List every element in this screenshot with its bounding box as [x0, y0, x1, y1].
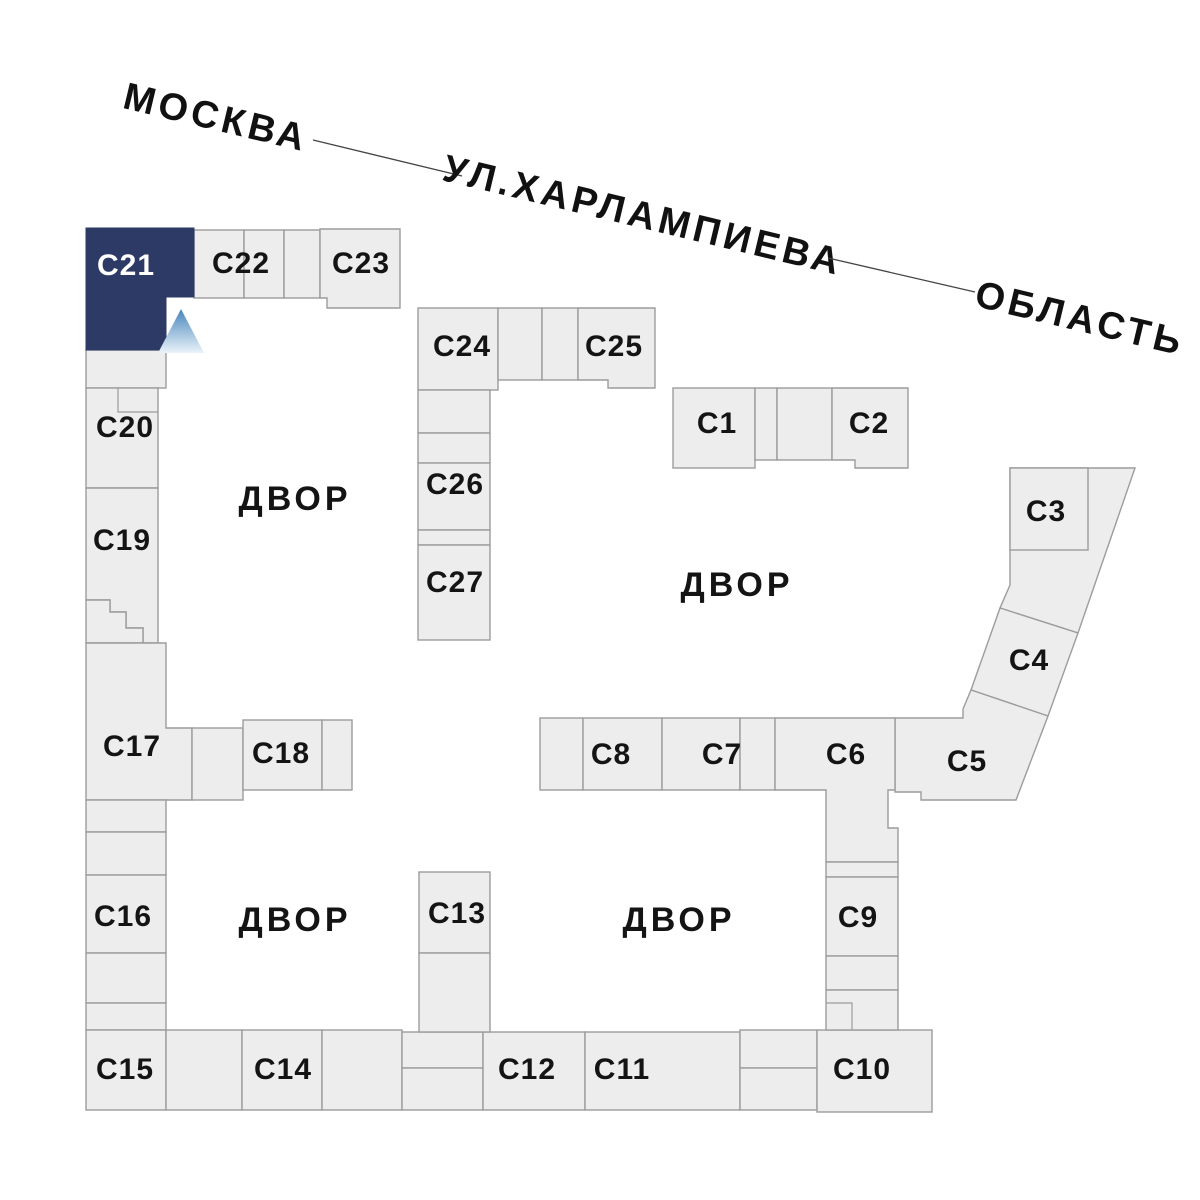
- buildings-layer: [85, 228, 1136, 1113]
- building-segment: [739, 717, 776, 791]
- block-detail-line: [117, 388, 158, 413]
- block-label-c26: С26: [426, 468, 484, 501]
- block-c16[interactable]: [85, 874, 167, 954]
- building-segment: [165, 1029, 243, 1111]
- block-label-c6: С6: [826, 738, 866, 771]
- street-city-label: МОСКВА: [119, 76, 312, 161]
- block-label-c4: С4: [1009, 644, 1049, 677]
- block-c20[interactable]: [85, 387, 159, 489]
- street-line: [827, 257, 976, 293]
- block-label-c7: С7: [702, 738, 742, 771]
- block-c21[interactable]: [85, 306, 167, 351]
- courtyard-label: ДВОР: [622, 901, 735, 939]
- street-line: [312, 139, 463, 177]
- block-label-c1: С1: [697, 407, 737, 440]
- block-label-c19: С19: [93, 524, 151, 557]
- block-labels: С1 С2 С3 С4 С5 С6 С7 С8 С9 С10 С11 С12 С…: [93, 247, 1066, 1086]
- block-label-c8: С8: [591, 738, 631, 771]
- block-label-c22: С22: [212, 247, 270, 280]
- building-segment: [401, 1067, 484, 1111]
- block-c5[interactable]: [894, 689, 1049, 801]
- building-segment: [541, 307, 579, 381]
- block-label-c20: С20: [96, 411, 154, 444]
- building-segment: [825, 989, 899, 1031]
- block-label-c21: С21: [97, 249, 155, 282]
- block-label-c25: С25: [585, 330, 643, 363]
- building-segment: [497, 307, 543, 381]
- building-segment: [401, 1031, 484, 1069]
- building-segment: [825, 955, 899, 991]
- block-c14[interactable]: [241, 1029, 323, 1111]
- block-c8[interactable]: [582, 717, 663, 791]
- street-region-label: ОБЛАСТЬ: [971, 274, 1189, 365]
- block-label-c27: С27: [426, 566, 484, 599]
- block-label-c13: С13: [428, 897, 486, 930]
- block-label-c3: С3: [1026, 495, 1066, 528]
- block-label-c23: С23: [332, 247, 390, 280]
- building-segment: [739, 1029, 818, 1069]
- building-segment: [417, 529, 491, 546]
- block-detail-line: [826, 1002, 853, 1030]
- building-segment: [85, 831, 167, 876]
- block-label-c9: С9: [838, 901, 878, 934]
- block-c3[interactable]: [1009, 467, 1089, 551]
- block-c21[interactable]: [165, 227, 195, 298]
- building-segment: [85, 952, 167, 1004]
- block-c17[interactable]: [85, 642, 193, 801]
- block-c23[interactable]: [319, 228, 401, 309]
- block-c22[interactable]: [193, 229, 245, 299]
- building-segment: [417, 432, 491, 464]
- building-segment: [191, 727, 244, 801]
- selected-marker-icon: [158, 309, 204, 353]
- building-segment: [417, 389, 491, 434]
- block-c21[interactable]: [85, 227, 167, 308]
- building-segment: [321, 719, 353, 791]
- building-segment: [754, 387, 778, 461]
- building-segment: [85, 1002, 167, 1031]
- building-segment: [85, 349, 167, 389]
- street-name-label: УЛ.ХАРЛАМПИЕВА: [439, 148, 847, 285]
- block-label-c12: С12: [498, 1053, 556, 1086]
- block-label-c16: С16: [94, 900, 152, 933]
- block-label-c5: С5: [947, 745, 987, 778]
- building-segment: [776, 387, 833, 461]
- building-segment: [739, 1067, 818, 1111]
- block-c25[interactable]: [577, 307, 656, 389]
- block-label-c15: С15: [96, 1053, 154, 1086]
- building-segment: [283, 229, 321, 299]
- block-label-c14: С14: [254, 1053, 312, 1086]
- courtyard-labels: ДВОР ДВОР ДВОР ДВОР: [238, 480, 793, 939]
- block-label-c2: С2: [849, 407, 889, 440]
- block-c15[interactable]: [85, 1029, 167, 1111]
- block-c27[interactable]: [417, 544, 491, 641]
- block-label-c11: С11: [594, 1053, 650, 1086]
- block-label-c17: С17: [103, 730, 161, 763]
- block-c18[interactable]: [242, 719, 323, 791]
- building-segment: [85, 799, 167, 833]
- block-c6[interactable]: [774, 717, 899, 863]
- block-c2[interactable]: [831, 387, 909, 469]
- building-segment: [321, 1029, 403, 1111]
- building-segment: [539, 717, 584, 791]
- block-c22[interactable]: [243, 229, 285, 299]
- building-segment: [418, 952, 491, 1033]
- building-segment: [825, 861, 899, 878]
- block-label-c18: С18: [252, 737, 310, 770]
- block-c10[interactable]: [816, 1029, 933, 1113]
- block-label-c10: С10: [833, 1053, 891, 1086]
- block-c12[interactable]: [482, 1031, 586, 1111]
- courtyard-label: ДВОР: [238, 480, 351, 518]
- block-c7[interactable]: [661, 717, 741, 791]
- block-label-c24: С24: [433, 330, 491, 363]
- courtyard-label: ДВОР: [680, 566, 793, 604]
- block-c24[interactable]: [417, 307, 499, 391]
- selected-block-group: [85, 227, 195, 351]
- block-c13[interactable]: [418, 871, 491, 954]
- courtyard-label: ДВОР: [238, 901, 351, 939]
- block-c11[interactable]: [584, 1031, 741, 1111]
